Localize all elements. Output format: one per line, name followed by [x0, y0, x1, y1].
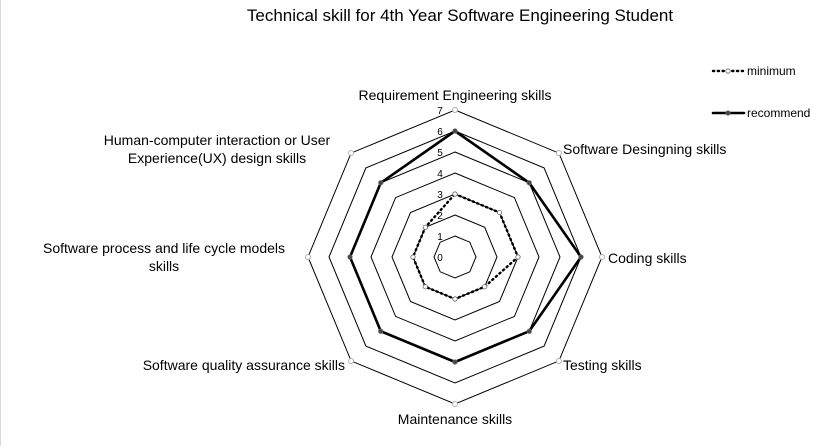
grid-ring-4 — [370, 172, 540, 342]
tick-label: 4 — [437, 169, 443, 180]
legend: minimum recommend — [711, 64, 810, 120]
axis-end-marker — [555, 150, 562, 157]
data-point-recommend — [378, 180, 384, 186]
tick-label: 2 — [437, 211, 443, 222]
series-line-recommend — [348, 129, 583, 364]
data-point-minimum — [410, 254, 416, 260]
legend-label: minimum — [747, 64, 796, 78]
data-point-minimum — [515, 254, 521, 260]
axis-end-marker — [348, 150, 355, 157]
tick-label: 1 — [437, 232, 443, 243]
data-point-minimum — [496, 209, 503, 216]
axis-end-marker — [452, 107, 458, 113]
category-label: Maintenance skills — [398, 411, 512, 427]
tick-label: 6 — [437, 127, 443, 138]
legend-marker-recommend — [725, 110, 731, 116]
radial-tick-labels: 0 1 2 3 4 5 6 7 — [437, 106, 443, 264]
category-label: Testing skills — [563, 357, 642, 373]
series-line-minimum — [411, 192, 520, 301]
category-label: Software quality assurance skills — [143, 357, 345, 373]
data-point-minimum — [482, 284, 488, 290]
grid-ring-1 — [433, 235, 477, 279]
axis-end-marker — [452, 401, 458, 407]
axis-end-marker — [555, 357, 562, 364]
category-label: Experience(UX) design skills — [128, 150, 306, 166]
category-label: Requirement Engineering skills — [359, 87, 552, 103]
tick-label: 0 — [437, 253, 443, 264]
data-point-recommend — [526, 180, 532, 186]
category-label: Software process and life cycle models — [43, 240, 285, 256]
data-point-recommend — [578, 254, 584, 260]
tick-label: 5 — [437, 148, 443, 159]
tick-label: 7 — [437, 106, 443, 117]
data-point-minimum — [422, 224, 428, 230]
category-label: Software Desingning skills — [563, 141, 726, 157]
data-point-recommend — [452, 359, 458, 365]
data-point-recommend — [378, 328, 384, 334]
category-label: Coding skills — [608, 250, 687, 266]
chart-title: Technical skill for 4th Year Software En… — [247, 6, 673, 25]
series-layer — [347, 128, 584, 365]
tick-label: 3 — [437, 190, 443, 201]
data-point-recommend — [526, 328, 532, 334]
data-point-minimum — [452, 296, 458, 302]
data-point-minimum — [452, 191, 458, 197]
axis-end-marker — [599, 254, 605, 260]
legend-marker-minimum — [725, 68, 731, 74]
grid-ring-6 — [328, 130, 582, 384]
legend-label: recommend — [747, 106, 810, 120]
data-point-minimum — [422, 284, 428, 290]
axis-end-marker — [305, 254, 311, 260]
axis-end-marker — [348, 357, 355, 364]
data-point-recommend — [347, 254, 353, 260]
data-point-recommend — [452, 128, 458, 134]
category-label: Human-computer interaction or User — [104, 132, 331, 148]
category-label: skills — [149, 258, 179, 274]
